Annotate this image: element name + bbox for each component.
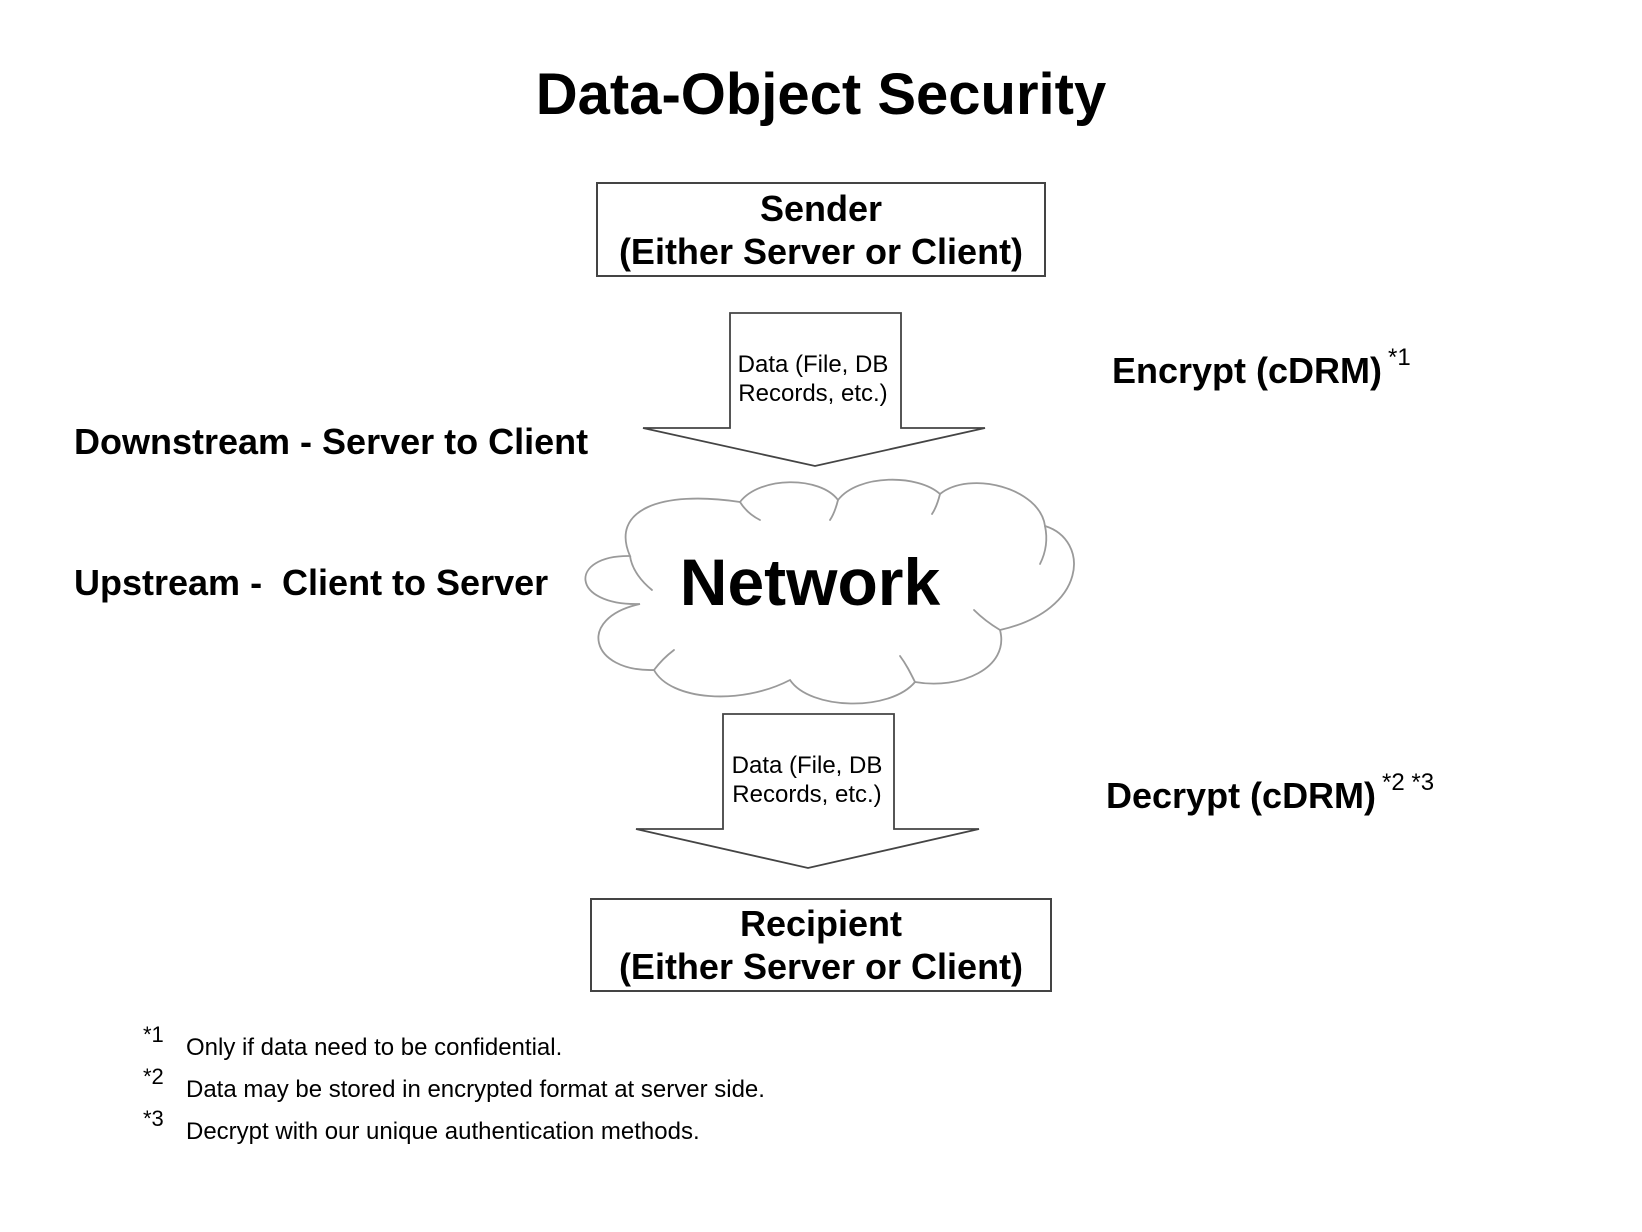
encrypt-footnote-ref: *1 bbox=[1388, 344, 1411, 371]
down-arrow-sender-to-network bbox=[642, 312, 986, 467]
sender-box: Sender (Either Server or Client) bbox=[596, 182, 1046, 277]
sender-subtitle: (Either Server or Client) bbox=[618, 230, 1024, 272]
arrow-label-top-line2: Records, etc.) bbox=[738, 380, 888, 407]
arrow-label-bottom: Data (File, DB Records, etc.) bbox=[722, 751, 892, 809]
network-label: Network bbox=[679, 545, 941, 619]
footnote-1-mark: *1 bbox=[143, 1022, 164, 1047]
encrypt-label: Encrypt (cDRM)*1 bbox=[1112, 346, 1411, 392]
recipient-box: Recipient (Either Server or Client) bbox=[590, 898, 1052, 992]
decrypt-footnote-ref: *2 *3 bbox=[1382, 769, 1435, 796]
recipient-label: Recipient bbox=[739, 903, 903, 944]
recipient-subtitle: (Either Server or Client) bbox=[618, 946, 1024, 987]
down-arrow-network-to-recipient bbox=[635, 713, 980, 869]
sender-label: Sender bbox=[759, 187, 883, 229]
footnote-1-text: Only if data need to be confidential. bbox=[186, 1034, 563, 1061]
network-cloud bbox=[584, 478, 1075, 705]
arrow-label-top: Data (File, DB Records, etc.) bbox=[728, 350, 898, 408]
footnote-2-mark: *2 bbox=[143, 1064, 164, 1089]
decrypt-label: Decrypt (cDRM)*2 *3 bbox=[1106, 771, 1434, 817]
arrow-label-top-line1: Data (File, DB bbox=[737, 351, 889, 378]
footnote-3-mark: *3 bbox=[143, 1106, 164, 1131]
footnote-3-text: Decrypt with our unique authentication m… bbox=[186, 1118, 700, 1145]
arrow-label-bottom-line2: Records, etc.) bbox=[732, 781, 882, 808]
page-title: Data-Object Security bbox=[535, 62, 1107, 127]
downstream-note: Downstream - Server to Client bbox=[74, 421, 589, 462]
arrow-label-bottom-line1: Data (File, DB bbox=[731, 752, 883, 779]
direction-notes: Downstream - Server to Client Upstream -… bbox=[74, 324, 588, 653]
decrypt-text: Decrypt (cDRM) bbox=[1106, 775, 1377, 816]
encrypt-text: Encrypt (cDRM) bbox=[1112, 350, 1383, 391]
footnote-2-text: Data may be stored in encrypted format a… bbox=[186, 1076, 765, 1103]
upstream-note: Upstream - Client to Server bbox=[74, 562, 549, 603]
